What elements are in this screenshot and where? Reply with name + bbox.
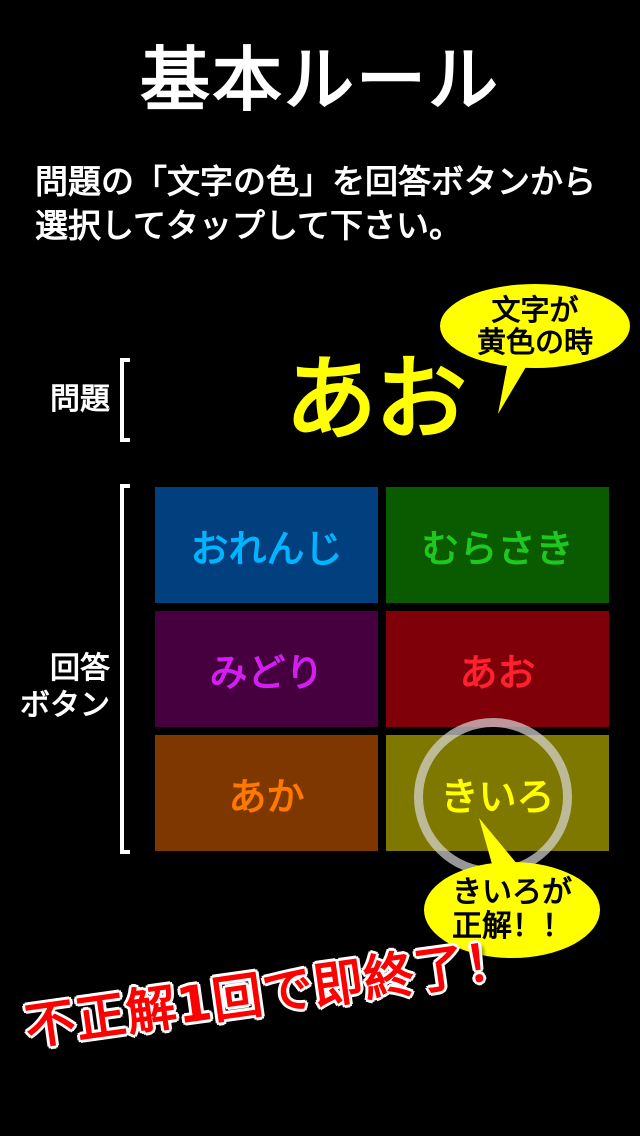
question-label: 問題: [50, 382, 110, 417]
answer-label: 回答 ボタン: [0, 650, 110, 724]
question-callout-line-2: 黄色の時: [476, 325, 593, 359]
answer-button-label: みどり: [209, 650, 324, 695]
answer-button-green[interactable]: みどり: [155, 611, 378, 727]
answer-button-red[interactable]: あか: [155, 735, 378, 851]
question-bracket: [120, 358, 130, 442]
answer-button-label: きいろ: [440, 774, 555, 819]
answer-button-blue[interactable]: あお: [386, 611, 609, 727]
answer-button-orange[interactable]: おれんじ: [155, 487, 378, 603]
page-title: 基本ルール: [140, 39, 500, 121]
correct-callout-line-1: きいろが: [452, 875, 572, 910]
game-over-warning: 不正解1回で即終了！: [21, 930, 520, 1057]
answer-label-line-1: 回答: [50, 651, 110, 686]
instructions: 問題の「文字の色」を回答ボタンから 選択してタップして下さい。: [35, 160, 635, 248]
instructions-line-1: 問題の「文字の色」を回答ボタンから: [35, 162, 596, 201]
question-callout-line-1: 文字が: [491, 293, 579, 327]
correct-callout: きいろが 正解！！: [424, 862, 600, 958]
instructions-line-2: 選択してタップして下さい。: [35, 206, 463, 245]
correct-callout-line-2: 正解！！: [452, 909, 572, 944]
answer-button-purple[interactable]: むらさき: [386, 487, 609, 603]
answer-button-label: あお: [459, 650, 536, 695]
answer-grid: おれんじ むらさき みどり あお あか きいろ: [155, 487, 609, 852]
answer-button-label: むらさき: [421, 526, 574, 571]
answer-bracket: [120, 484, 130, 854]
answer-button-label: おれんじ: [190, 526, 343, 571]
answer-label-line-2: ボタン: [20, 688, 110, 723]
question-text: あお: [285, 346, 467, 453]
answer-button-label: あか: [228, 774, 305, 819]
question-callout: 文字が 黄色の時: [440, 284, 630, 368]
